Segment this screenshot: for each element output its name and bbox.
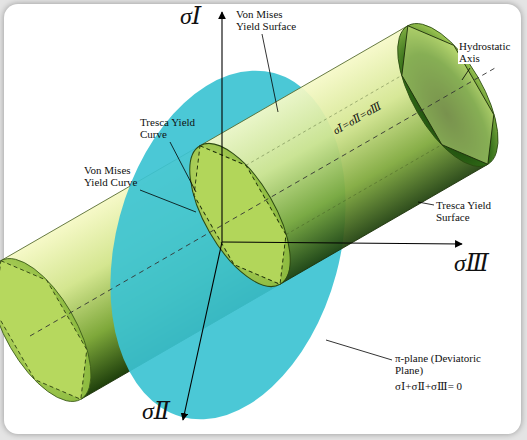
sigma-axis: [222, 242, 462, 244]
hydrostatic-axis: [30, 68, 495, 336]
leader-lines: [140, 34, 470, 360]
sigma-axis: [183, 242, 222, 420]
callout-label: π-plane (Deviatoric Plane): [395, 352, 505, 376]
callout-label: Tresca Yield Curve: [140, 116, 196, 140]
callout-label: Tresca Yield Surface: [436, 199, 512, 223]
callout-label: Von Mises Yield Curve: [84, 164, 140, 188]
axis-label: σⅢ: [454, 250, 489, 276]
sigma-axis: [221, 12, 222, 242]
equation-label: σⅠ+σⅡ+σⅢ= 0: [395, 380, 462, 392]
axis-label: σⅡ: [142, 398, 170, 424]
axis-label: σⅠ: [180, 3, 201, 29]
axis-equation: σⅠ=σⅡ=σⅢ: [331, 99, 383, 136]
callout-label: Hydrostatic Axis: [458, 40, 518, 64]
callout-label: Von Mises Yield Surface: [236, 8, 304, 32]
